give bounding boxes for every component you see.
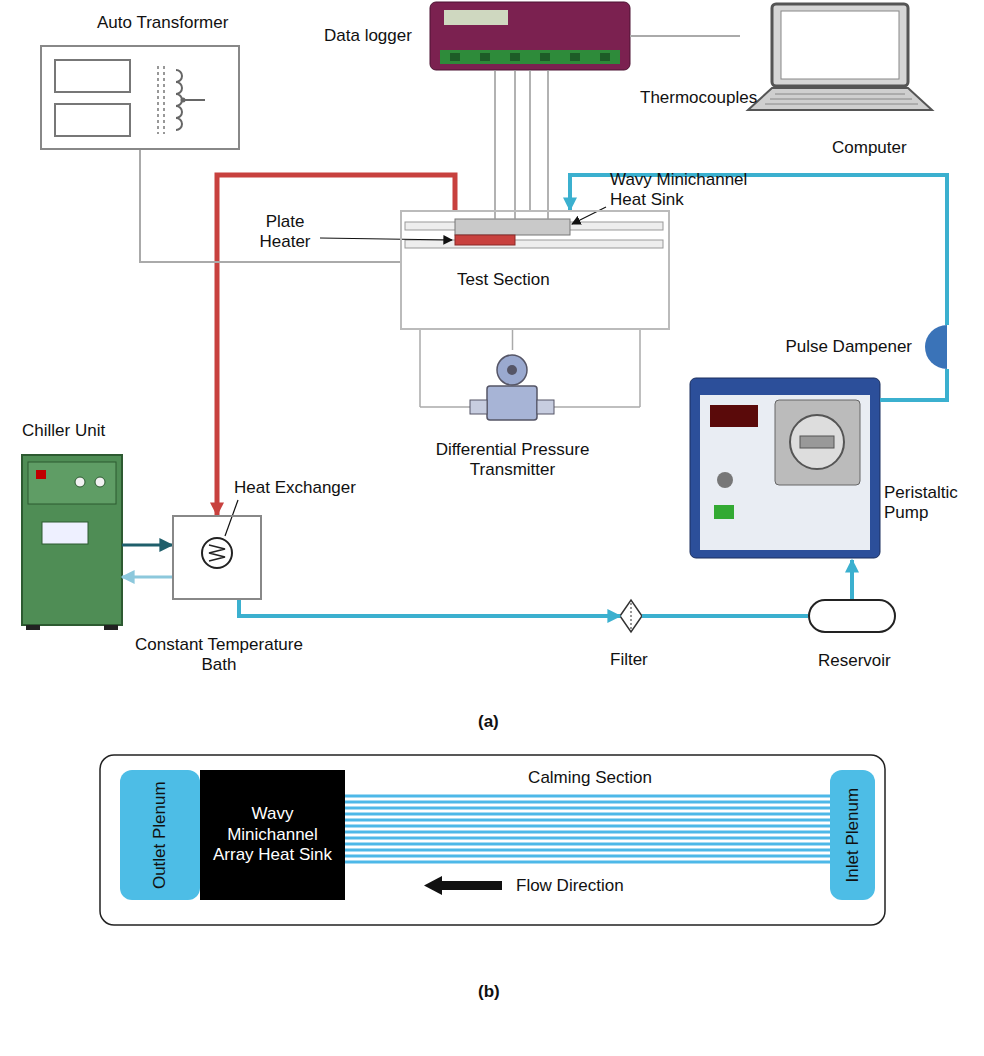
node-text: Auto Transformer <box>97 13 228 33</box>
pipe-connector <box>122 544 172 547</box>
panel-tag: (b) <box>478 982 500 1002</box>
pipe-connector <box>850 560 854 599</box>
part-label: Thermocouples <box>640 88 757 108</box>
pulse-dampener: Pulse Dampener <box>925 325 969 369</box>
filter-symbol <box>620 600 642 632</box>
pipe-connector <box>217 175 455 515</box>
computer: Computer <box>740 2 930 112</box>
pipe-connector <box>880 369 947 400</box>
pipe-connector <box>630 35 740 37</box>
test-section-box: Test Section <box>400 210 670 330</box>
node-text: Constant Temperature Bath <box>119 635 319 676</box>
pump-icon <box>690 378 880 558</box>
node-text: Data logger <box>324 26 412 46</box>
pipe-connector <box>122 576 172 579</box>
panel-tag: (a) <box>478 712 499 732</box>
pipe-connector <box>239 600 620 616</box>
node-text: Filter <box>610 650 648 670</box>
part-label: Wavy Minichannel Heat Sink <box>610 170 760 211</box>
laptop-icon <box>748 4 932 110</box>
section-label: Calming Section <box>528 768 652 788</box>
outlet-plenum: Outlet Plenum <box>120 770 200 900</box>
node-text: Peristaltic Pump <box>884 483 974 524</box>
chiller-cabinet <box>22 455 122 630</box>
panel-frame <box>100 755 885 925</box>
transformer-box: Auto Transformer <box>40 45 240 150</box>
heat-exchanger-symbol <box>202 538 232 568</box>
leader-line <box>320 238 452 240</box>
heat-sink-block: Wavy Minichannel Array Heat Sink <box>200 770 345 900</box>
chiller-unit: Chiller Unit <box>22 455 122 625</box>
node-text: Inlet Plenum <box>842 770 862 900</box>
pressure-transmitter-icon <box>420 330 640 420</box>
minichannel-lines <box>345 796 830 862</box>
node-text: Outlet Plenum <box>150 770 170 900</box>
node-text: Differential Pressure Transmitter <box>425 440 600 481</box>
node-text: Wavy Minichannel Array Heat Sink <box>210 804 335 865</box>
pressure-transmitter: Differential Pressure Transmitter <box>465 350 560 430</box>
data-logger-device <box>430 2 630 70</box>
data-logger: Data logger <box>430 2 630 70</box>
inlet-plenum: Inlet Plenum <box>830 770 875 900</box>
peristaltic-pump: Peristaltic Pump <box>690 375 880 560</box>
thermocouple-wires <box>495 70 548 219</box>
pipe-connector <box>140 150 400 262</box>
flow-label: Flow Direction <box>516 876 624 896</box>
reservoir: Reservoir <box>808 599 896 633</box>
transformer-symbol <box>55 60 205 136</box>
filter: Filter <box>620 600 642 632</box>
part-label: Heat Exchanger <box>234 478 356 498</box>
test-section-stack <box>405 219 663 248</box>
part-label: Plate Heater <box>252 212 318 253</box>
node-text: Test Section <box>457 270 550 290</box>
temperature-bath: Constant Temperature Bath <box>172 515 262 600</box>
pipe-connector <box>512 330 514 350</box>
node-text: Chiller Unit <box>22 421 105 441</box>
node-text: Pulse Dampener <box>737 337 912 357</box>
dampener-shape <box>925 325 947 369</box>
pipe-connector <box>529 70 531 210</box>
pipe-connector <box>642 614 808 618</box>
leader-line <box>225 500 238 536</box>
node-text: Computer <box>832 138 907 158</box>
node-text: Reservoir <box>818 651 891 671</box>
flow-arrow <box>424 876 502 895</box>
